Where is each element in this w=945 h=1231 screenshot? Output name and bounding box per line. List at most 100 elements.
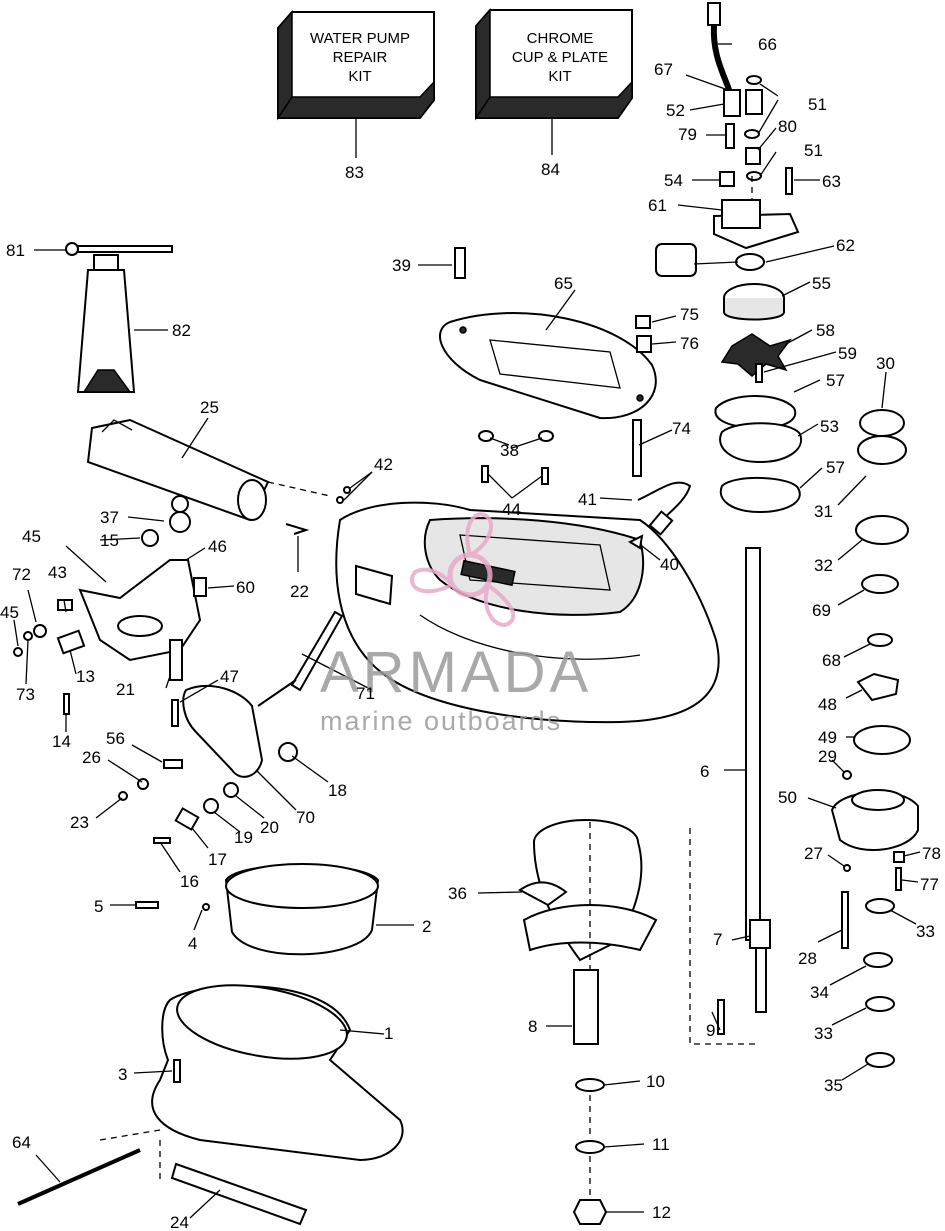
- callout-39: 39: [392, 256, 411, 275]
- callout-30: 30: [876, 354, 895, 373]
- callout-61: 61: [648, 196, 667, 215]
- callout-59: 59: [838, 344, 857, 363]
- seal-installer-tool: [65, 242, 173, 393]
- callout-7: 7: [713, 930, 722, 949]
- callout-57: 57: [826, 371, 845, 390]
- callout-1: 1: [384, 1024, 393, 1043]
- kit-84-line-3: KIT: [548, 68, 571, 85]
- callout-60: 60: [236, 578, 255, 597]
- callout-54: 54: [664, 171, 683, 190]
- callout-15: 15: [100, 531, 119, 550]
- callout-21: 21: [116, 680, 135, 699]
- callout-78: 78: [922, 844, 941, 863]
- callout-47: 47: [220, 667, 239, 686]
- kit-84-line-1: CHROME: [527, 30, 594, 47]
- callout-2: 2: [422, 917, 431, 936]
- callout-35: 35: [824, 1076, 843, 1095]
- callout-75: 75: [680, 305, 699, 324]
- callout-81: 81: [6, 241, 25, 260]
- callout-76: 76: [680, 334, 699, 353]
- callout-82: 82: [172, 321, 191, 340]
- callout-51: 51: [808, 95, 827, 114]
- callout-46: 46: [208, 537, 227, 556]
- callout-20: 20: [260, 818, 279, 837]
- callout-27: 27: [804, 844, 823, 863]
- callout-79: 79: [678, 125, 697, 144]
- callout-42: 42: [374, 455, 393, 474]
- armada-watermark: ARMADA marine outboards: [320, 512, 592, 736]
- callout-18: 18: [328, 781, 347, 800]
- callout-51b: 51: [804, 141, 823, 160]
- callout-33b: 33: [814, 1024, 833, 1043]
- callout-74: 74: [672, 419, 691, 438]
- callout-48: 48: [818, 695, 837, 714]
- callout-40: 40: [660, 555, 679, 574]
- callout-28: 28: [798, 949, 817, 968]
- callout-70: 70: [296, 808, 315, 827]
- callout-13: 13: [76, 667, 95, 686]
- callout-43: 43: [48, 563, 67, 582]
- callout-16: 16: [180, 872, 199, 891]
- callout-14: 14: [52, 732, 71, 751]
- callout-36: 36: [448, 884, 467, 903]
- callout-37: 37: [100, 508, 119, 527]
- callout-55: 55: [812, 274, 831, 293]
- intake-grate-housing: [17, 863, 404, 1226]
- leader-lines: [13, 43, 921, 1219]
- callout-50: 50: [778, 788, 797, 807]
- callout-45: 45: [22, 527, 41, 546]
- callout-73: 73: [16, 685, 35, 704]
- kit-83-line-1: WATER PUMP: [310, 30, 410, 47]
- callout-22: 22: [290, 582, 309, 601]
- callout-8: 8: [528, 1017, 537, 1036]
- kit-83-line-3: KIT: [348, 68, 371, 85]
- callout-5: 5: [94, 897, 103, 916]
- callout-53: 53: [820, 417, 839, 436]
- callout-65: 65: [554, 274, 573, 293]
- callout-3: 3: [118, 1065, 127, 1084]
- callout-63: 63: [822, 172, 841, 191]
- callout-44: 44: [502, 500, 521, 519]
- callout-25: 25: [200, 398, 219, 417]
- callout-31: 31: [814, 502, 833, 521]
- callout-34: 34: [810, 983, 829, 1002]
- callout-62: 62: [836, 236, 855, 255]
- callout-80: 80: [778, 117, 797, 136]
- callout-56: 56: [106, 729, 125, 748]
- watermark-brand: ARMADA: [320, 640, 592, 705]
- callout-26: 26: [82, 748, 101, 767]
- callout-19: 19: [234, 828, 253, 847]
- callout-9: 9: [706, 1021, 715, 1040]
- callout-67: 67: [654, 60, 673, 79]
- callout-71: 71: [356, 684, 375, 703]
- callout-84: 84: [541, 160, 560, 179]
- pump-cover-tube: [86, 418, 270, 522]
- watermark-tagline: marine outboards: [320, 706, 562, 736]
- cover-plate: [439, 312, 657, 420]
- chrome-cup-plate-kit-box: CHROME CUP & PLATE KIT: [475, 8, 633, 121]
- callout-58: 58: [816, 321, 835, 340]
- callout-49: 49: [818, 728, 837, 747]
- fasteners-center: [454, 247, 692, 550]
- callout-11: 11: [652, 1135, 670, 1154]
- callout-83: 83: [345, 163, 364, 182]
- callout-12: 12: [652, 1203, 671, 1222]
- propeller-logo-icon: [409, 512, 516, 628]
- callout-numbers: 1 2 3 4 5 6 7 8 9 10 11 12 13 14 15 16 1…: [0, 35, 941, 1231]
- callout-6: 6: [700, 762, 709, 781]
- jet-impeller: [518, 819, 658, 1225]
- callout-33: 33: [916, 922, 935, 941]
- callout-10: 10: [646, 1072, 665, 1091]
- callout-32: 32: [814, 556, 833, 575]
- callout-57b: 57: [826, 458, 845, 477]
- kit-84-line-2: CUP & PLATE: [512, 49, 608, 66]
- water-pump-repair-kit-box: WATER PUMP REPAIR KIT: [277, 10, 435, 121]
- callout-41: 41: [578, 490, 597, 509]
- callout-17: 17: [208, 850, 227, 869]
- callout-52: 52: [666, 101, 685, 120]
- callout-24: 24: [170, 1213, 189, 1231]
- callout-66: 66: [758, 35, 777, 54]
- callout-29: 29: [818, 747, 837, 766]
- callout-45b: 45: [0, 603, 19, 622]
